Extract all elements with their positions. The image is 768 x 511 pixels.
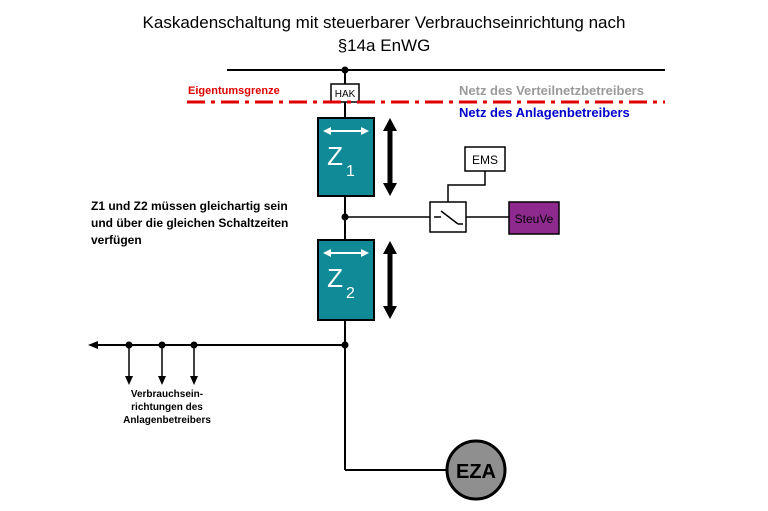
switch-blade bbox=[440, 210, 459, 225]
consumer-tap-3-arrow bbox=[190, 376, 198, 385]
hak-label: HAK bbox=[335, 89, 356, 100]
ems-box bbox=[464, 146, 506, 172]
consumer-busbar-arrowhead bbox=[88, 341, 98, 349]
ems-control-line bbox=[447, 171, 486, 202]
consumer-label-line-3: Anlagenbetreibers bbox=[123, 415, 211, 426]
z1-double-arrow-top-head bbox=[383, 118, 397, 131]
z2-double-arrow-top-head bbox=[383, 241, 397, 254]
ems-label: EMS bbox=[472, 153, 498, 167]
meter-z2-subscript: 2 bbox=[346, 285, 355, 302]
netz-verteilnetzbetreiber-label: Netz des Verteilnetzbetreibers bbox=[459, 83, 644, 98]
netz-anlagenbetreiber-label: Netz des Anlagenbetreibers bbox=[459, 105, 630, 120]
note-line-3: verfügen bbox=[91, 233, 142, 247]
meter-z2-letter: Z bbox=[327, 263, 343, 293]
meter-z1-arrow-left-head bbox=[323, 127, 331, 135]
meter-z2-arrow-left-head bbox=[323, 249, 331, 257]
diagram-title-line-1: Kaskadenschaltung mit steuerbarer Verbra… bbox=[142, 13, 626, 32]
consumer-tap-1-arrow bbox=[125, 376, 133, 385]
meter-z1-subscript: 1 bbox=[346, 163, 355, 180]
eigentumsgrenze-label: Eigentumsgrenze bbox=[188, 85, 280, 97]
note-line-2: und über die gleichen Schaltzeiten bbox=[91, 216, 289, 230]
steuve-label: SteuVe bbox=[515, 212, 554, 226]
consumer-label-line-2: richtungen des bbox=[131, 402, 203, 413]
bus-junction-main bbox=[341, 341, 349, 349]
meter-z1-letter: Z bbox=[327, 141, 343, 171]
eza-label: EZA bbox=[456, 461, 496, 483]
consumer-label-line-1: Verbrauchsein- bbox=[130, 389, 204, 400]
z2-double-arrow-bottom-head bbox=[383, 306, 397, 319]
diagram-title-line-2: §14a EnWG bbox=[337, 36, 431, 55]
z1-double-arrow-bottom-head bbox=[383, 183, 397, 196]
meter-z1-arrow-right-head bbox=[361, 127, 369, 135]
consumer-tap-2-arrow bbox=[158, 376, 166, 385]
note-line-1: Z1 und Z2 müssen gleichartig sein bbox=[91, 199, 288, 213]
meter-z2-arrow-right-head bbox=[361, 249, 369, 257]
steuve-box bbox=[508, 201, 560, 235]
